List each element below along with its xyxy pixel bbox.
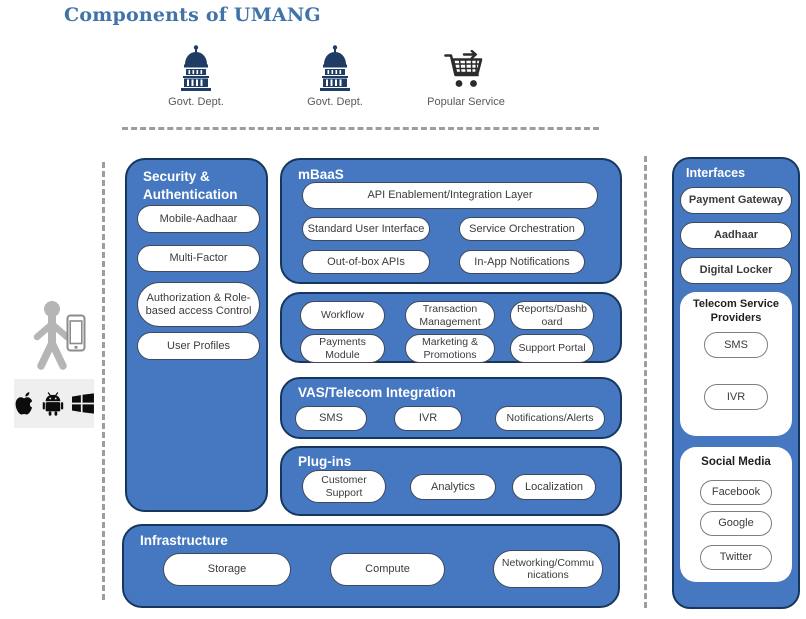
shopping-cart-icon xyxy=(444,50,483,87)
pill-networking-communications: Networking/Communications xyxy=(493,550,603,588)
services-box: Workflow Transaction Management Reports/… xyxy=(280,292,622,363)
pill-storage: Storage xyxy=(163,553,291,586)
pill-service-orchestration: Service Orchestration xyxy=(459,217,585,241)
android-icon xyxy=(42,391,64,416)
pill-notifications-alerts: Notifications/Alerts xyxy=(495,406,605,431)
pill-multi-factor: Multi-Factor xyxy=(137,245,260,272)
pill-authorization-role-access: Authorization & Role- based access Contr… xyxy=(137,282,260,327)
plugins-title: Plug-ins xyxy=(298,454,352,469)
pill-workflow: Workflow xyxy=(300,301,385,330)
user-icon xyxy=(33,301,71,370)
govt-building-icon xyxy=(181,45,211,91)
pill-sms: SMS xyxy=(295,406,367,431)
pill-transaction-management: Transaction Management xyxy=(405,301,495,330)
pill-facebook: Facebook xyxy=(700,480,772,505)
popular-service-label: Popular Service xyxy=(427,96,505,108)
pill-google: Google xyxy=(700,511,772,536)
pill-localization: Localization xyxy=(512,474,596,500)
mbaas-box: mBaaS API Enablement/Integration Layer S… xyxy=(280,158,622,284)
pill-telecom-ivr: IVR xyxy=(704,384,768,410)
pill-ivr: IVR xyxy=(394,406,462,431)
social-media-title: Social Media xyxy=(701,456,771,468)
telecom-providers-title: Telecom Service Providers xyxy=(692,298,779,324)
page-title: Components of UMANG xyxy=(64,4,321,26)
interfaces-box: Interfaces Payment Gateway Aadhaar Digit… xyxy=(672,157,800,609)
popular-service: Popular Service xyxy=(410,50,522,108)
govt-building-icon xyxy=(320,45,350,91)
govt-dept-2: Govt. Dept. xyxy=(295,45,375,108)
vas-telecom-box: VAS/Telecom Integration SMS IVR Notifica… xyxy=(280,377,622,439)
pill-reports-dashboard: Reports/Dashboard xyxy=(510,301,594,330)
pill-twitter: Twitter xyxy=(700,545,772,570)
vas-telecom-title: VAS/Telecom Integration xyxy=(298,385,456,400)
plugins-box: Plug-ins Customer Support Analytics Loca… xyxy=(280,446,622,516)
platforms-box xyxy=(14,379,94,428)
infrastructure-box: Infrastructure Storage Compute Networkin… xyxy=(122,524,620,608)
pill-payments-module: Payments Module xyxy=(300,334,385,363)
pill-out-of-box-apis: Out-of-box APIs xyxy=(302,250,430,274)
pill-marketing-promotions: Marketing & Promotions xyxy=(405,334,495,363)
infrastructure-title: Infrastructure xyxy=(140,533,228,548)
security-auth-title: Security & Authentication xyxy=(143,169,238,202)
pill-api-enablement-layer: API Enablement/Integration Layer xyxy=(302,182,598,209)
pill-customer-support: Customer Support xyxy=(302,470,386,503)
pill-telecom-sms: SMS xyxy=(704,332,768,358)
pill-mobile-aadhaar: Mobile-Aadhaar xyxy=(137,205,260,233)
pill-compute: Compute xyxy=(330,553,445,586)
pill-aadhaar: Aadhaar xyxy=(680,222,792,249)
pill-digital-locker: Digital Locker xyxy=(680,257,792,284)
interfaces-title: Interfaces xyxy=(686,166,746,180)
govt-dept-1: Govt. Dept. xyxy=(156,45,236,108)
govt-dept-label: Govt. Dept. xyxy=(307,96,363,108)
apple-icon xyxy=(15,391,35,414)
telecom-providers-box: Telecom Service Providers SMS IVR xyxy=(680,292,792,436)
left-dashed-divider xyxy=(102,162,105,600)
pill-analytics: Analytics xyxy=(410,474,496,500)
windows-icon xyxy=(72,393,94,414)
pill-standard-user-interface: Standard User Interface xyxy=(302,217,430,241)
social-media-box: Social Media Facebook Google Twitter xyxy=(680,447,792,582)
pill-support-portal: Support Portal xyxy=(510,334,594,363)
smartphone-icon xyxy=(66,314,86,352)
mbaas-title: mBaaS xyxy=(298,167,344,182)
pill-in-app-notifications: In-App Notifications xyxy=(459,250,585,274)
govt-dept-label: Govt. Dept. xyxy=(168,96,224,108)
pill-user-profiles: User Profiles xyxy=(137,332,260,360)
pill-payment-gateway: Payment Gateway xyxy=(680,187,792,214)
right-dashed-divider xyxy=(644,156,647,608)
security-auth-box: Security & Authentication Mobile-Aadhaar… xyxy=(125,158,268,512)
top-dashed-divider xyxy=(122,127,599,130)
